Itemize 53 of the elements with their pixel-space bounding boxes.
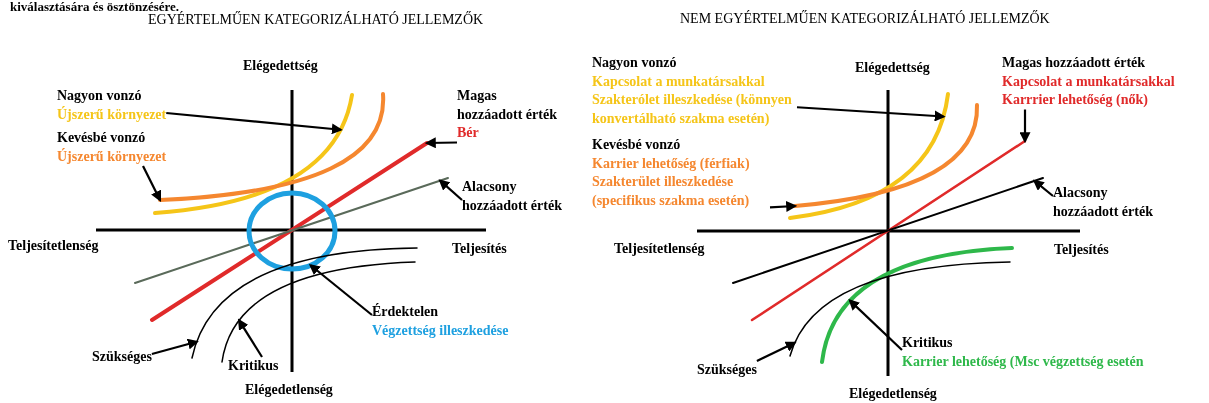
feature-label: Bér <box>457 124 480 142</box>
category-heading: Kevésbé vonzó <box>57 129 147 147</box>
highlight-circle <box>246 190 338 272</box>
feature-label: Karrier lehetőség (Msc végzettség esetén <box>902 352 1144 371</box>
category-heading: Szükséges <box>92 348 152 366</box>
leader-arrow <box>438 179 463 201</box>
category-heading: Magas hozzáadott érték <box>457 87 558 124</box>
category-heading: Magas hozzáadott érték <box>1002 54 1147 72</box>
feature-label: Karrier lehetőség (férfiak) <box>592 154 751 173</box>
axis-label: Elégedettség <box>243 58 318 74</box>
category-heading: Nagyon vonzó <box>592 54 678 72</box>
leader-arrow <box>1032 179 1054 197</box>
category-heading: Alacsony hozzáadott érték <box>462 178 563 215</box>
category-heading: Alacsony hozzáadott érték <box>1053 184 1154 221</box>
category-heading: Kritikus <box>902 334 954 352</box>
chart-title: EGYÉRTELMŰEN KATEGORIZÁLHATÓ JELLEMZŐK <box>148 12 484 28</box>
leader-arrow <box>308 263 373 316</box>
attractive-curve <box>793 103 979 208</box>
leader-arrow <box>142 165 161 202</box>
body-text: kiválasztására és ösztönzésére. <box>10 0 180 14</box>
leader-arrow <box>796 106 946 122</box>
axis-label: Teljesítetlenség <box>8 238 99 254</box>
must-be-curve <box>789 261 1011 357</box>
axis-label: Teljesítés <box>452 241 507 257</box>
category-heading: Szükséges <box>697 361 757 379</box>
leader-arrow <box>424 137 458 149</box>
axis-label: Elégedetlenség <box>849 386 937 402</box>
leader-arrow <box>237 318 263 358</box>
category-heading: Nagyon vonzó <box>57 87 143 105</box>
feature-label: Szakterület illeszkedése (specifikus szakma esetén) <box>592 173 751 210</box>
feature-label: Végzettség illeszkedése <box>372 321 509 340</box>
axis-label: Teljesítés <box>1054 242 1109 258</box>
feature-label: Újszerű környezet <box>57 147 167 166</box>
chart-title: NEM EGYÉRTELMŰEN KATEGORIZÁLHATÓ JELLEMZŐK <box>680 11 1050 27</box>
axis-label: Elégedettség <box>855 60 930 76</box>
category-heading: Kritikus <box>228 357 279 375</box>
leader-arrow <box>756 341 797 362</box>
leader-arrow <box>166 111 343 135</box>
feature-label: Kapcsolat a munkatársakkal <box>592 72 766 91</box>
diagonal-line <box>134 177 449 284</box>
leader-arrow <box>1019 109 1031 144</box>
axis-label: Teljesítetlenség <box>614 241 705 257</box>
leader-arrow <box>151 338 199 356</box>
feature-label: Szakterólet illeszkedése (könnyen konvertálható szakma esetén) <box>592 91 793 128</box>
feature-label: Karrrier lehetőség (nők) <box>1002 91 1149 109</box>
feature-label: Újszerű környezet <box>57 105 167 124</box>
leader-arrow <box>848 299 903 351</box>
category-heading: Érdektelen <box>372 303 440 321</box>
category-heading: Kevésbé vonzó <box>592 136 682 154</box>
leader-arrow <box>769 201 798 212</box>
diagonal-line <box>750 139 1027 322</box>
feature-label: Kapcsolat a munkatársakkal <box>1002 72 1175 91</box>
axis-label: Elégedetlenség <box>245 382 333 398</box>
